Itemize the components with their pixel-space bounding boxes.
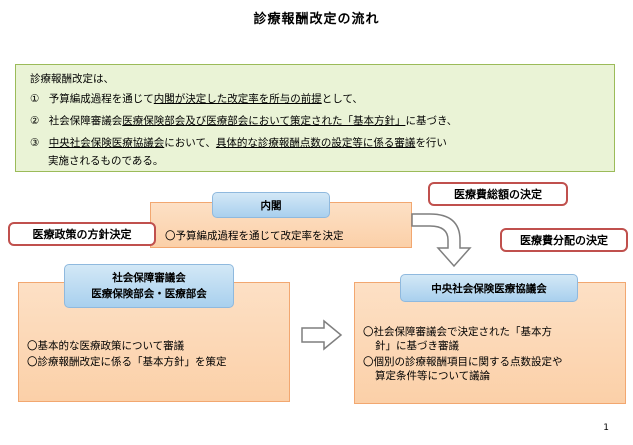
cabinet-text: 〇予算編成過程を通じて改定率を決定 <box>165 230 344 242</box>
page-number: 1 <box>603 423 609 433</box>
callout-policy-text: 医療政策の方針決定 <box>32 228 132 241</box>
cabinet-label-text: 内閣 <box>260 199 282 212</box>
item-underlined-text: 中央社会保険医療協議会 <box>48 137 165 149</box>
item-underlined-text: 医療保険部会及び医療部会において策定された「基本方針」 <box>122 115 406 127</box>
council-label-line2: 医療保険部会・医療部会 <box>91 288 207 300</box>
item-number: ③ <box>30 137 40 149</box>
item-underlined-text: 具体的な診療報酬点数の設定等に係る審議 <box>215 137 416 149</box>
item-text: 予算編成過程を通じて <box>48 93 154 105</box>
curved-arrow-icon <box>411 213 472 268</box>
item-underlined-text: 内閣が決定した改定率を所与の前提 <box>153 93 322 105</box>
social-security-council-label: 社会保障審議会 医療保険部会・医療部会 <box>64 264 234 308</box>
callout-distribution-text: 医療費分配の決定 <box>520 234 608 247</box>
council-item-2: 〇診療報酬改定に係る「基本方針」を策定 <box>27 356 227 368</box>
intro-box: 診療報酬改定は、 ① 予算編成過程を通じて内閣が決定した改定率を所与の前提として… <box>15 64 615 172</box>
item-text: に基づき、 <box>405 115 458 127</box>
item-text: を行い <box>415 137 447 149</box>
callout-distribution: 医療費分配の決定 <box>500 228 628 252</box>
callout-total-text: 医療費総額の決定 <box>454 188 542 201</box>
intro-item-3: ③ 中央社会保険医療協議会において、具体的な診療報酬点数の設定等に係る審議を行い <box>30 135 447 150</box>
chuikyo-label: 中央社会保険医療協議会 <box>400 274 578 302</box>
intro-item-3-continued: 実施されるものである。 <box>48 155 164 167</box>
item-number: ① <box>30 93 40 105</box>
item-text: において、 <box>164 137 216 149</box>
intro-item-2: ② 社会保障審議会医療保険部会及び医療部会において策定された「基本方針」に基づき… <box>30 113 457 128</box>
intro-item-1: ① 予算編成過程を通じて内閣が決定した改定率を所与の前提として、 <box>30 91 363 106</box>
chuikyo-item-2-line1: 〇個別の診療報酬項目に関する点数設定や <box>363 356 563 368</box>
callout-total-cost: 医療費総額の決定 <box>428 182 568 206</box>
chuikyo-label-text: 中央社会保険医療協議会 <box>431 282 547 295</box>
callout-policy: 医療政策の方針決定 <box>8 222 156 246</box>
chuikyo-item-2-line2: 算定条件等について議論 <box>375 370 491 382</box>
cabinet-label: 内閣 <box>212 192 330 218</box>
chuikyo-item-1-line2: 針」に基づき審議 <box>375 340 459 352</box>
council-label-line1: 社会保障審議会 <box>112 272 186 284</box>
chuikyo-item-1-line1: 〇社会保障審議会で決定された「基本方 <box>363 326 552 338</box>
page-title: 診療報酬改定の流れ <box>253 12 380 27</box>
item-text: として、 <box>321 93 363 105</box>
council-item-1: 〇基本的な医療政策について審議 <box>27 340 185 352</box>
item-text: 社会保障審議会 <box>48 115 123 127</box>
right-arrow-icon <box>301 319 343 351</box>
intro-lead: 診療報酬改定は、 <box>30 73 114 85</box>
item-number: ② <box>30 115 40 127</box>
